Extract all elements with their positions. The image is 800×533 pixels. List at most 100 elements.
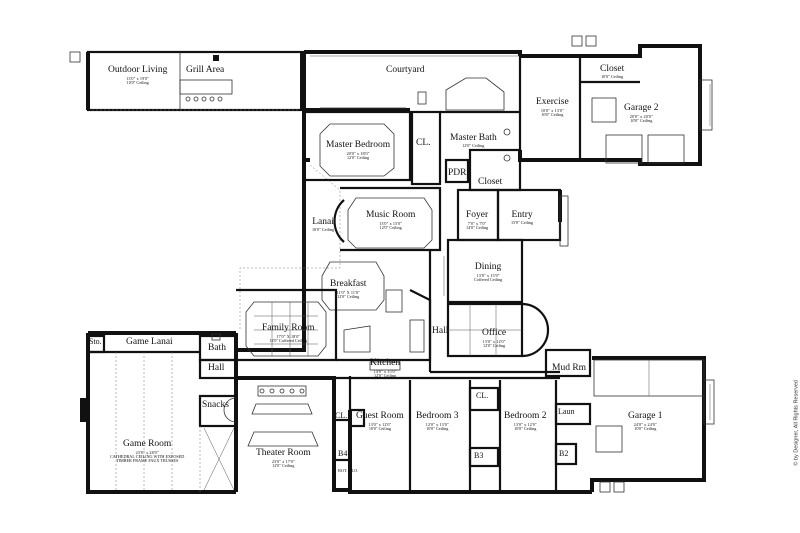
room-name: Hall [208,363,225,373]
room-dimensions: 13'0" x 12'0" [482,338,506,344]
room-name: CL. [476,391,489,400]
room-name: Breakfast [330,279,367,289]
room-name: CL. [335,411,348,420]
courtyard-area [310,55,520,109]
room-ceiling: 10'0" Ceiling [312,226,335,232]
room-hall-west: Hall [208,363,225,374]
room-name: Kitchen [370,358,401,368]
room-lanai: Lanai 10'0" Ceiling [312,217,335,232]
room-office: Office 13'0" x 12'0" 12'0" Ceiling [482,328,507,348]
room-kitchen: Kitchen 14'0" x 15'0" 12'0" Ceiling [370,358,401,378]
room-name: Game Room [123,439,172,449]
room-bedroom3: Bedroom 3 12'0" x 13'0" 10'0" Ceiling [416,411,459,431]
room-ceiling: 10'0" Ceiling [634,425,657,431]
room-dimensions: 12'0" x 13'0" [425,421,449,427]
room-ceiling: 10'0" Ceiling [630,117,653,123]
master-suite [302,77,522,192]
room-name: Garage 2 [624,103,659,113]
room-mud-rm: Mud Rm [552,363,587,374]
room-theater-room: Theater Room 23'0" x 17'0" 12'0" Ceiling [256,448,311,468]
room-name: Lanai [312,217,334,227]
room-garage1: Garage 1 24'0" x 24'0" 10'0" Ceiling [628,411,663,431]
room-name: Family Room [262,323,315,333]
room-dimensions: 23'0" x 28'0" [135,449,159,455]
room-ceiling: Coffered Ceiling [474,276,503,282]
room-b4-closet: BOT. CLO. [338,468,358,473]
room-ceiling: 10'0" Ceiling [601,73,624,79]
garage2-block [518,35,713,164]
room-dimensions: 13'0" x 12'0" [513,421,537,427]
room-cl-master: CL. [416,138,431,149]
game-wing [80,333,238,492]
room-name: Snacks [202,400,229,410]
room-closet-garage2: Closet 10'0" Ceiling [600,64,625,79]
room-snacks: Snacks [202,400,229,411]
room-pdr: PDR [448,168,467,179]
room-sto: Sto. [89,338,102,346]
room-ceiling: 12'0" Ceiling [462,142,485,148]
room-name: Outdoor Living [108,65,168,75]
theater-room-block [247,385,319,447]
room-b2: B2 [559,450,568,458]
room-ceiling: 10'0" Ceiling [514,425,537,431]
room-laun: Laun [558,408,574,416]
room-dimensions: 13'0" x 15'0" [379,220,403,226]
room-name: Bath [208,343,226,353]
room-dimensions: 20'0" x 20'0" [629,113,653,119]
room-name: Laun [558,407,575,416]
room-name: Entry [511,210,533,220]
room-breakfast: Breakfast 11'0" X 11'0" 12'0" Ceiling [330,279,367,299]
room-name: Master Bath [450,133,497,143]
room-name: B3 [474,451,484,460]
room-dimensions: 11'0" X 11'0" [336,289,360,295]
room-ceiling: 10'0" Ceiling [541,111,564,117]
room-name: Mud Rm [552,363,587,373]
room-ceiling: 10'0" Ceiling [368,425,391,431]
room-cl-guest: CL. [335,412,347,420]
room-garage2: Garage 2 20'0" x 20'0" 10'0" Ceiling [624,103,659,123]
room-ceiling: 12'0" Ceiling [337,293,360,299]
room-name: Sto. [89,337,102,346]
room-ceiling-detail: TIMBER FRAME FAUX TRUSSES [116,457,179,463]
room-ceiling: 10'0" Ceiling [126,79,149,85]
room-dimensions: 10'0" x 13'0" [540,107,564,113]
room-bath: Bath [208,343,226,354]
room-ceiling: 12'0" Ceiling [347,154,370,160]
room-game-room: Game Room 23'0" x 28'0" CATHEDRAL CEILIN… [110,439,184,463]
room-name: Garage 1 [628,411,663,421]
room-dimensions: 7'0" x 7'0" [467,220,487,226]
room-grill-area: Grill Area [186,65,224,76]
garage1-block [593,359,715,493]
room-name: Hall [432,326,449,336]
room-ceiling: 12'0" Ceiling [482,342,506,348]
room-name: Exercise [536,97,569,107]
room-name: B2 [559,449,569,458]
room-name: Closet [600,64,625,74]
room-ceiling: 14'0" Ceiling [466,224,489,230]
room-dimensions: 20'0" x 18'0" [346,150,370,156]
room-name: Closet [478,177,503,187]
room-name: Foyer [466,210,489,220]
room-dimensions: 13'0" x 19'0" [126,75,150,81]
room-name: Music Room [366,210,416,220]
room-ceiling: 10'0" Ceiling [426,425,449,431]
room-ceiling: 12'0" Ceiling [272,462,295,468]
room-dimensions: 14'0" x 15'0" [373,368,397,374]
room-name: Bedroom 3 [416,411,459,421]
room-b3: B3 [474,452,483,460]
room-dimensions: 24'0" x 24'0" [633,421,657,427]
room-ceiling: 12'0" Ceiling [373,372,397,378]
room-foyer: Foyer 7'0" x 7'0" 14'0" Ceiling [466,210,489,230]
room-cl-b3: CL. [476,392,488,400]
room-name: Courtyard [386,65,425,75]
room-courtyard: Courtyard [386,65,425,76]
room-name: Office [482,328,507,338]
room-name: B4 [338,449,348,458]
bedroom-wing [332,376,592,492]
room-outdoor-living: Outdoor Living 13'0" x 19'0" 10'0" Ceili… [108,65,168,85]
room-music-room: Music Room 13'0" x 15'0" 12'0" Ceiling [366,210,416,230]
hall-office [428,250,592,378]
room-game-lanai: Game Lanai [126,337,173,348]
room-name: PDR [448,168,467,178]
